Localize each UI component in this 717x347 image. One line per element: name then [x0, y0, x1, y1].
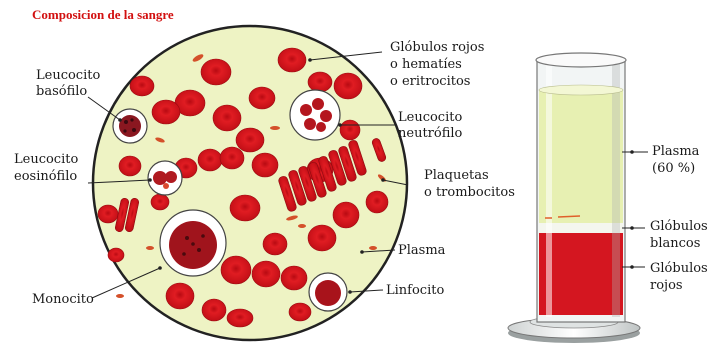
tube-leader-lines: [622, 152, 648, 267]
monocyte-cell: [160, 210, 226, 276]
label-tube-blancos-line1: Glóbulos: [650, 219, 708, 234]
label-eosinofilo-line2: eosinófilo: [14, 169, 77, 184]
label-eosinofilo-line1: Leucocito: [14, 152, 78, 167]
label-tube-rojos-line1: Glóbulos: [650, 261, 708, 276]
label-tube-blancos-line2: blancos: [650, 236, 700, 251]
label-plaquetas-line2: o trombocitos: [424, 185, 515, 200]
label-linfocito: Linfocito: [386, 283, 444, 298]
label-globulos-rojos-line1: Glóbulos rojos: [390, 40, 484, 55]
label-plasma: Plasma: [398, 243, 445, 258]
label-tube-rojos-line2: rojos: [650, 278, 683, 293]
label-basofilo-line1: Leucocito: [36, 68, 100, 83]
basophil-cell: [113, 109, 147, 143]
label-basofilo-line2: basófilo: [36, 84, 87, 99]
label-neutrofilo-line1: Leucocito: [398, 110, 462, 125]
label-globulos-rojos-line3: o eritrocitos: [390, 74, 470, 89]
label-globulos-rojos-line2: o hematíes: [390, 57, 462, 72]
label-plaquetas-line1: Plaquetas: [424, 168, 489, 183]
neutrophil-cell: [290, 90, 340, 140]
label-monocito: Monocito: [32, 292, 94, 307]
eosinophil-cell: [148, 161, 182, 195]
label-tube-plasma-line2: (60 %): [652, 161, 695, 176]
test-tube: [508, 53, 640, 343]
label-tube-plasma-line1: Plasma: [652, 144, 699, 159]
blood-sample-circle: [93, 26, 407, 340]
label-neutrofilo-line2: neutrófilo: [398, 126, 462, 141]
lymphocyte-cell: [309, 273, 347, 311]
